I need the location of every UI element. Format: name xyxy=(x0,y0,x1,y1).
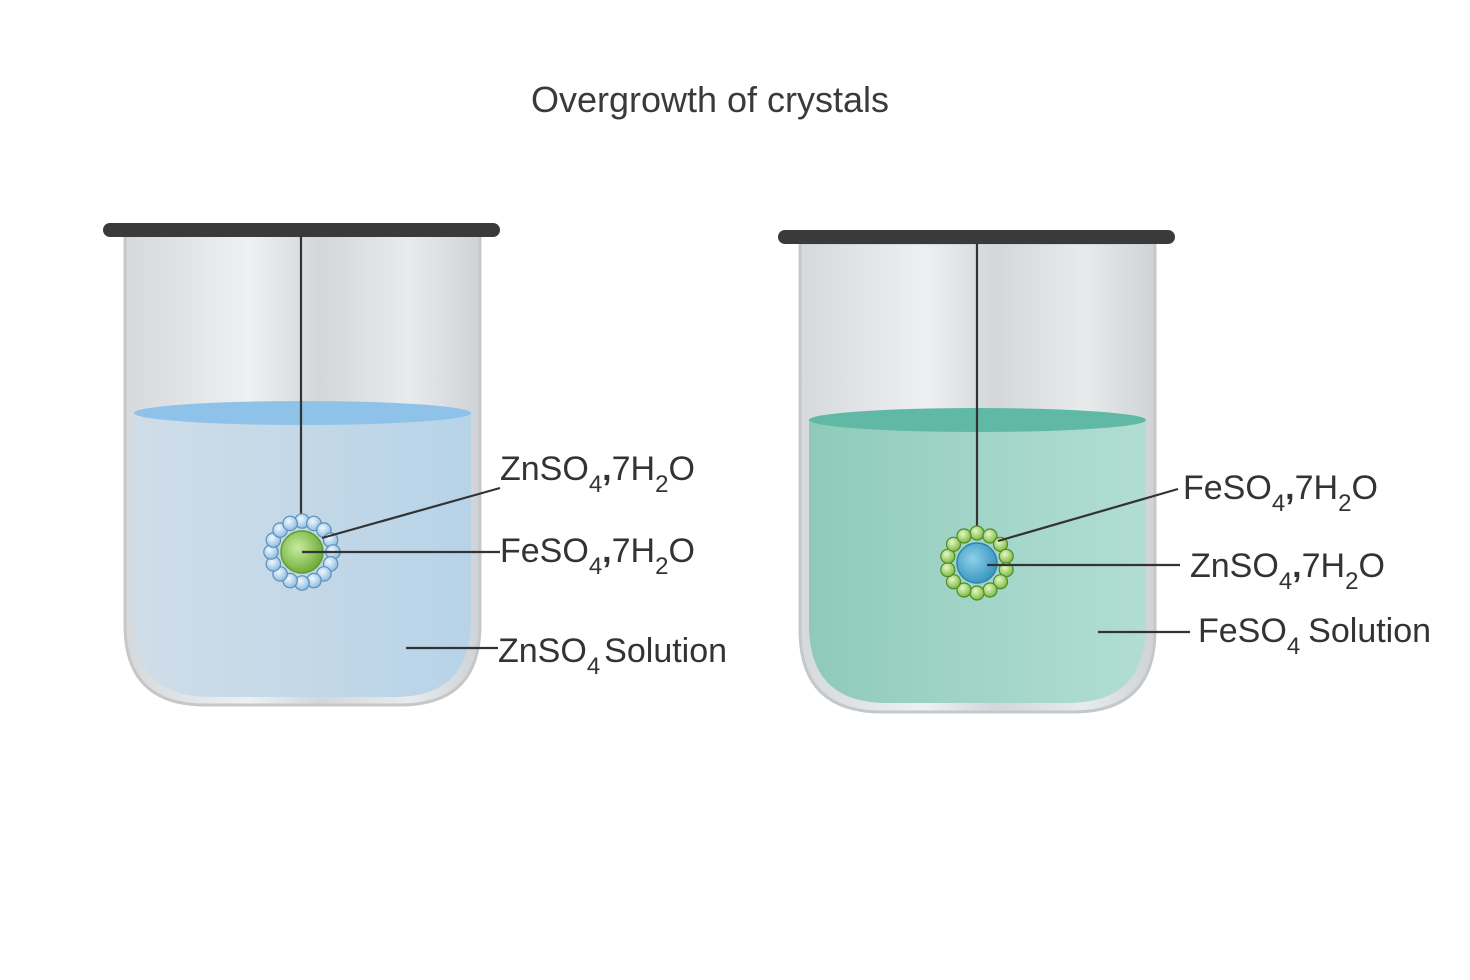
left-support-rod xyxy=(103,223,500,237)
left-outer-crystal-bead xyxy=(282,515,298,532)
right-outer-leader xyxy=(997,487,1179,543)
left-beaker xyxy=(103,223,500,707)
right-outer-crystal-bead xyxy=(956,582,972,598)
left-outer-crystal-label: ZnSO4,7H2O xyxy=(500,450,695,498)
right-core-crystal xyxy=(956,542,998,584)
left-outer-leader xyxy=(321,486,501,540)
right-outer-crystal-bead xyxy=(982,582,998,598)
right-beaker xyxy=(778,230,1175,714)
left-liquid-surface xyxy=(134,401,471,425)
right-outer-crystal-bead xyxy=(945,536,962,552)
left-core-crystal-label: FeSO4,7H2O xyxy=(500,532,695,580)
diagram-title: Overgrowth of crystals xyxy=(531,79,889,120)
right-outer-crystal-bead xyxy=(956,528,972,544)
right-outer-crystal-bead xyxy=(969,525,985,541)
right-outer-crystal-layer xyxy=(940,525,1014,601)
right-core-crystal-label: ZnSO4,7H2O xyxy=(1190,547,1385,595)
right-outer-crystal-bead xyxy=(982,528,998,544)
right-outer-crystal-label: FeSO4,7H2O xyxy=(1183,469,1378,517)
right-outer-crystal-bead xyxy=(998,548,1014,564)
right-outer-crystal-bead xyxy=(969,585,985,601)
right-outer-crystal-bead xyxy=(992,574,1009,590)
right-support-rod xyxy=(778,230,1175,244)
right-outer-crystal-bead xyxy=(940,562,956,578)
